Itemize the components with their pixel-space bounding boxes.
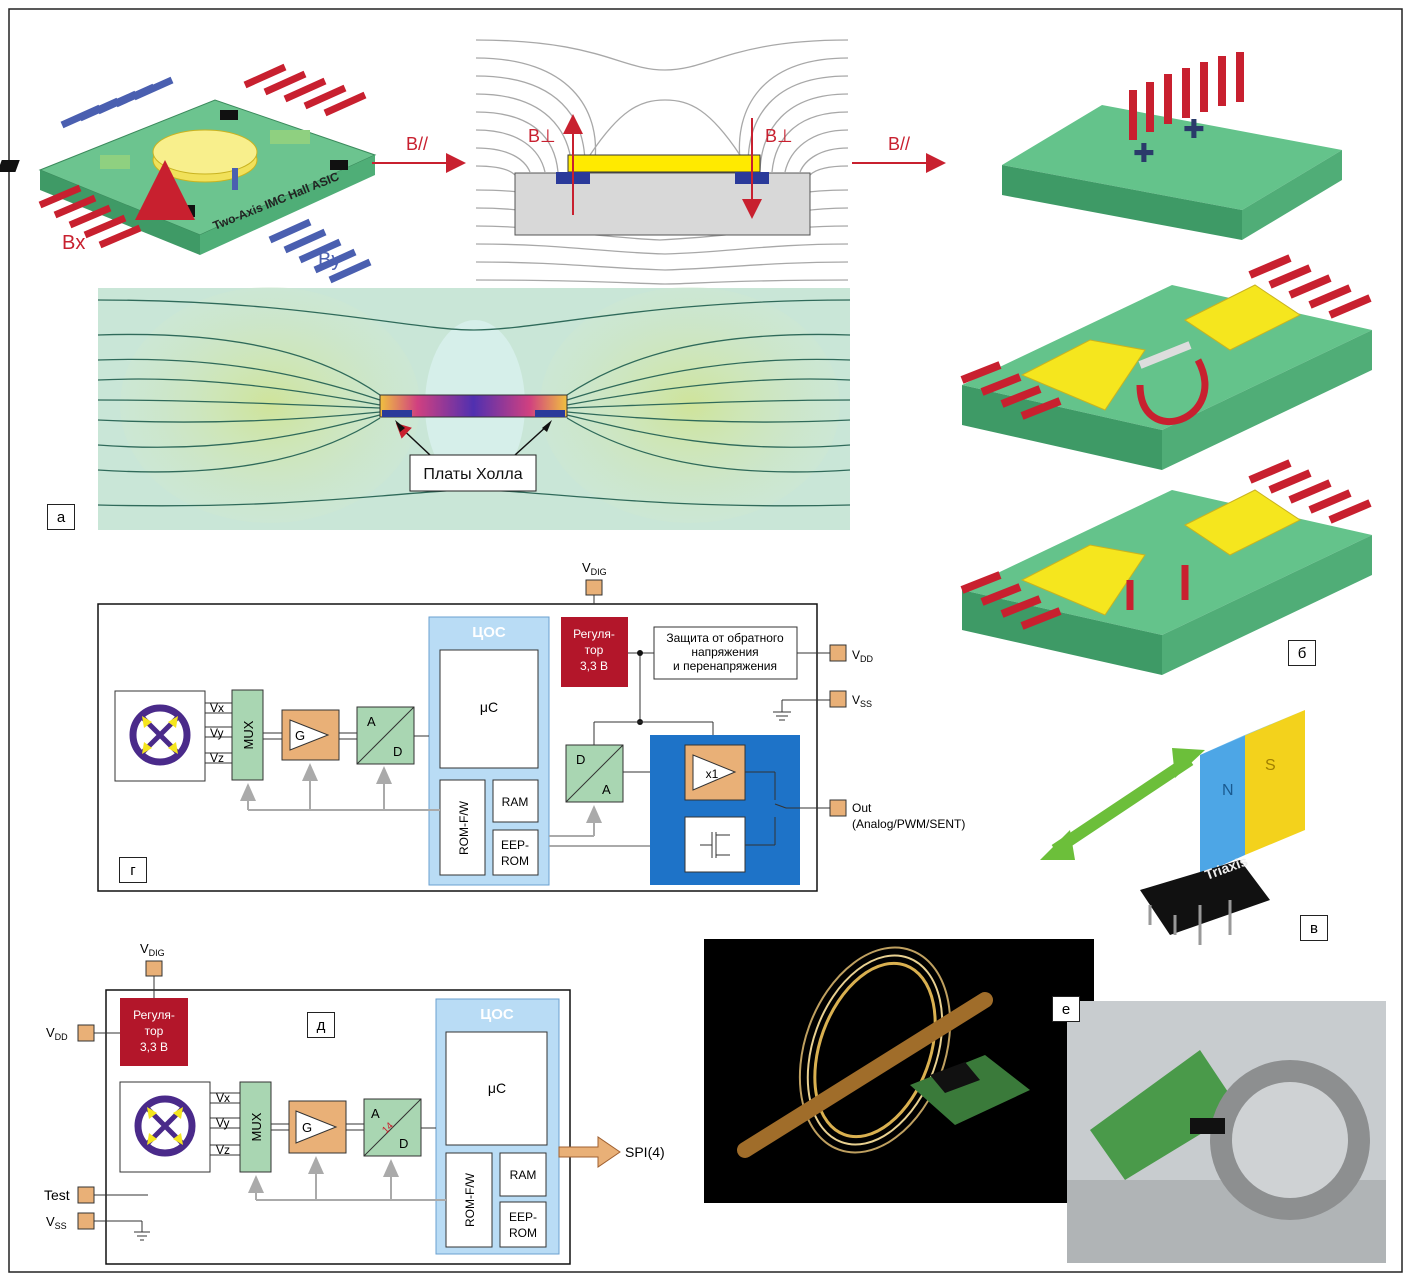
g-uc: μC	[480, 699, 498, 715]
panel-label-b: б	[1288, 640, 1316, 666]
outer-frame	[8, 8, 1403, 1273]
d-adc-d: D	[399, 1136, 408, 1151]
g-eeprom-2: ROM	[501, 854, 529, 868]
d-test: Test	[44, 1187, 70, 1203]
g-buffer: x1	[706, 767, 719, 781]
bx-arrows-top	[243, 63, 367, 117]
g-vx: Vx	[210, 701, 224, 715]
g-dac-a: A	[602, 782, 611, 797]
d-vdig: VDIG	[140, 941, 165, 958]
d-vy: Vy	[216, 1116, 230, 1130]
panel-label-d: д	[307, 1012, 335, 1038]
hall-plates-label: Платы Холла	[423, 466, 522, 483]
g-regulator-1: Регуля-	[573, 627, 615, 641]
g-mux: MUX	[241, 720, 256, 749]
imc-block-1	[960, 254, 1372, 470]
b-perp-label-left: B⊥	[528, 126, 556, 146]
g-vss: VSS	[852, 693, 872, 709]
imc-block-2	[960, 459, 1372, 675]
d-eeprom-2: ROM	[509, 1226, 537, 1240]
d-uc: μC	[488, 1080, 506, 1096]
g-protection-1: Защита от обратного	[666, 631, 784, 645]
g-eeprom-1: EEP-	[501, 838, 529, 852]
b-perp-label-right: B⊥	[765, 126, 793, 146]
panel-label-a: а	[47, 504, 75, 530]
bx-arrows-bottom	[38, 184, 142, 249]
svg-text:✚: ✚	[1183, 114, 1205, 144]
d-regulator-1: Регуля-	[133, 1008, 175, 1022]
panel-label-g: г	[119, 857, 147, 883]
field-simulation	[97, 287, 851, 530]
g-dac-d: D	[576, 752, 585, 767]
panel-label-e: е	[1052, 996, 1080, 1022]
d-vss: VSS	[46, 1214, 67, 1231]
g-out-1: Out	[852, 801, 872, 815]
panel-label-v: в	[1300, 915, 1328, 941]
d-regulator-3: 3,3 В	[140, 1040, 168, 1054]
by-label: By	[318, 249, 341, 271]
current-sensor-render	[704, 939, 1094, 1203]
g-adc-d: D	[393, 744, 402, 759]
magnet-s: S	[1265, 757, 1276, 774]
by-arrows-top	[60, 76, 174, 129]
diagram-d	[77, 960, 621, 1265]
imc-disk	[567, 154, 761, 173]
b-parallel-label-1: B//	[406, 134, 428, 154]
d-vdd: VDD	[46, 1025, 68, 1042]
g-vz: Vz	[210, 751, 224, 765]
d-vx: Vx	[216, 1091, 230, 1105]
b-parallel-label-2: B//	[888, 134, 910, 154]
svg-text:✚: ✚	[1133, 138, 1155, 168]
by-arrows-bottom	[268, 218, 372, 284]
d-adc-a: A	[371, 1106, 380, 1121]
g-vdig: VDIG	[582, 560, 607, 577]
d-gain: G	[302, 1120, 312, 1135]
planar-hall-block: ✚ ✚	[1002, 52, 1342, 240]
d-regulator-2: тор	[145, 1024, 164, 1038]
g-regulator-2: тор	[585, 643, 604, 657]
d-rom: ROM-F/W	[463, 1172, 477, 1227]
g-ram: RAM	[502, 795, 529, 809]
g-out-2: (Analog/PWM/SENT)	[852, 817, 965, 831]
g-dsp-title: ЦОС	[472, 624, 506, 641]
current-sensor-photo	[1067, 1001, 1386, 1263]
triaxis-magnet-illustration	[1040, 710, 1305, 945]
g-regulator-3: 3,3 В	[580, 659, 608, 673]
g-protection-2: напряжения	[691, 645, 758, 659]
two-axis-chip	[0, 99, 377, 255]
bx-label: Bx	[62, 232, 85, 254]
magnet-n: N	[1222, 782, 1234, 799]
d-spi: SPI(4)	[625, 1144, 665, 1160]
d-dsp-title: ЦОС	[480, 1006, 514, 1023]
d-eeprom-1: EEP-	[509, 1210, 537, 1224]
diagram-g	[97, 579, 847, 892]
d-vz: Vz	[216, 1143, 230, 1157]
g-rom: ROM-F/W	[457, 800, 471, 855]
d-mux: MUX	[249, 1112, 264, 1141]
g-vdd: VDD	[852, 648, 874, 664]
g-vy: Vy	[210, 726, 224, 740]
g-adc-a: A	[367, 714, 376, 729]
g-gain: G	[295, 728, 305, 743]
d-ram: RAM	[510, 1168, 537, 1182]
g-protection-3: и перенапряжения	[673, 659, 777, 673]
